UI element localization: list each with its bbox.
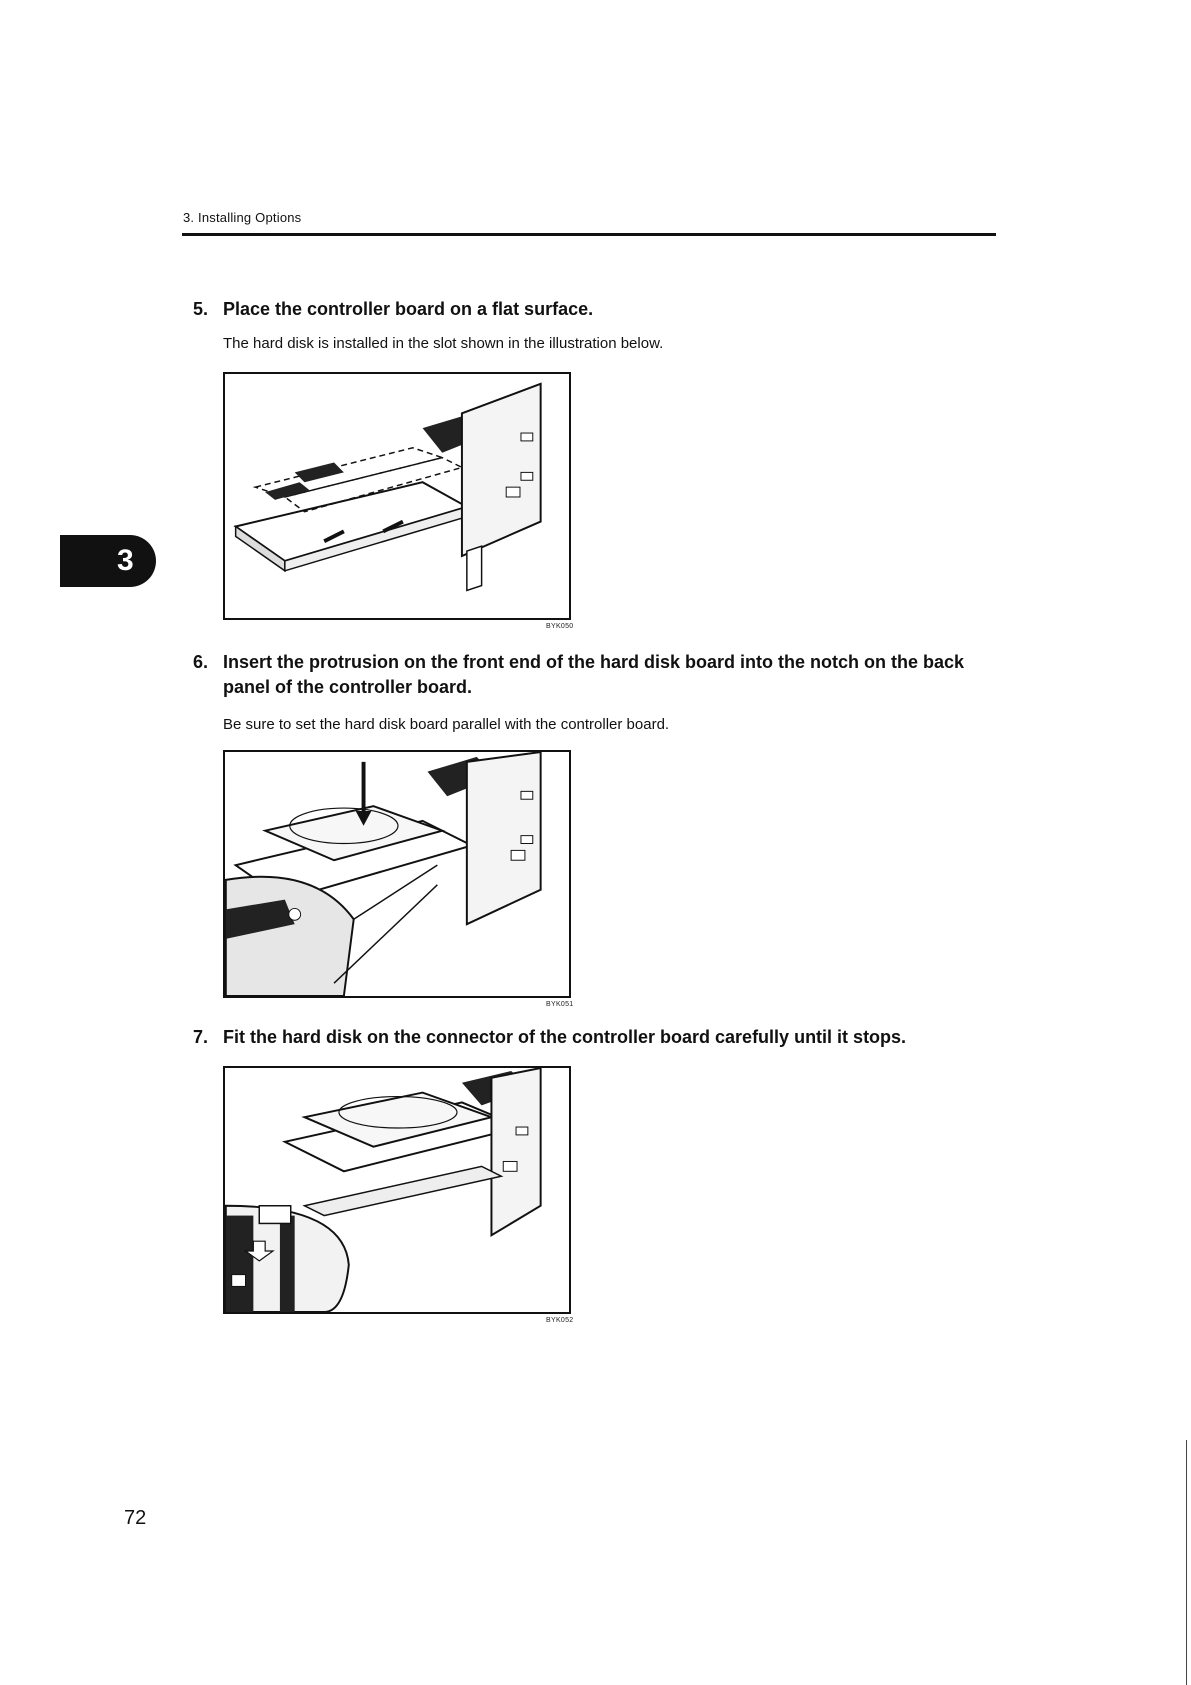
chapter-number: 3 (117, 544, 134, 577)
scan-edge-line (1186, 1440, 1187, 1685)
step-description: Be sure to set the hard disk board paral… (223, 716, 670, 733)
step-5: 5. Place the controller board on a flat … (193, 297, 593, 322)
step-7: 7. Fit the hard disk on the connector of… (193, 1025, 906, 1050)
figure-insert-protrusion (223, 750, 571, 998)
insert-protrusion-illustration (225, 752, 542, 996)
figure-code: BYK051 (546, 1001, 574, 1008)
step-number: 7. (193, 1027, 209, 1047)
step-number: 5. (193, 299, 209, 319)
chapter-tab-shape (60, 535, 156, 587)
header-divider (182, 233, 996, 236)
figure-controller-board (223, 372, 571, 620)
step-number: 6. (193, 652, 209, 672)
controller-board-illustration (233, 382, 542, 592)
step-6: 6. Insert the protrusion on the front en… (193, 650, 964, 697)
section-title: 3. Installing Options (183, 210, 302, 225)
step-title: Place the controller board on a flat sur… (223, 299, 594, 319)
figure-fit-hard-disk (223, 1066, 571, 1314)
figure-code: BYK050 (546, 623, 574, 630)
chapter-tab: 3 (60, 535, 157, 587)
fit-hard-disk-illustration (225, 1068, 542, 1312)
step-description: The hard disk is installed in the slot s… (223, 335, 664, 352)
step-title: Insert the protrusion on the front end o… (223, 652, 965, 697)
figure-code: BYK052 (546, 1317, 574, 1324)
step-title: Fit the hard disk on the connector of th… (223, 1027, 907, 1047)
page-number: 72 (124, 1507, 147, 1529)
